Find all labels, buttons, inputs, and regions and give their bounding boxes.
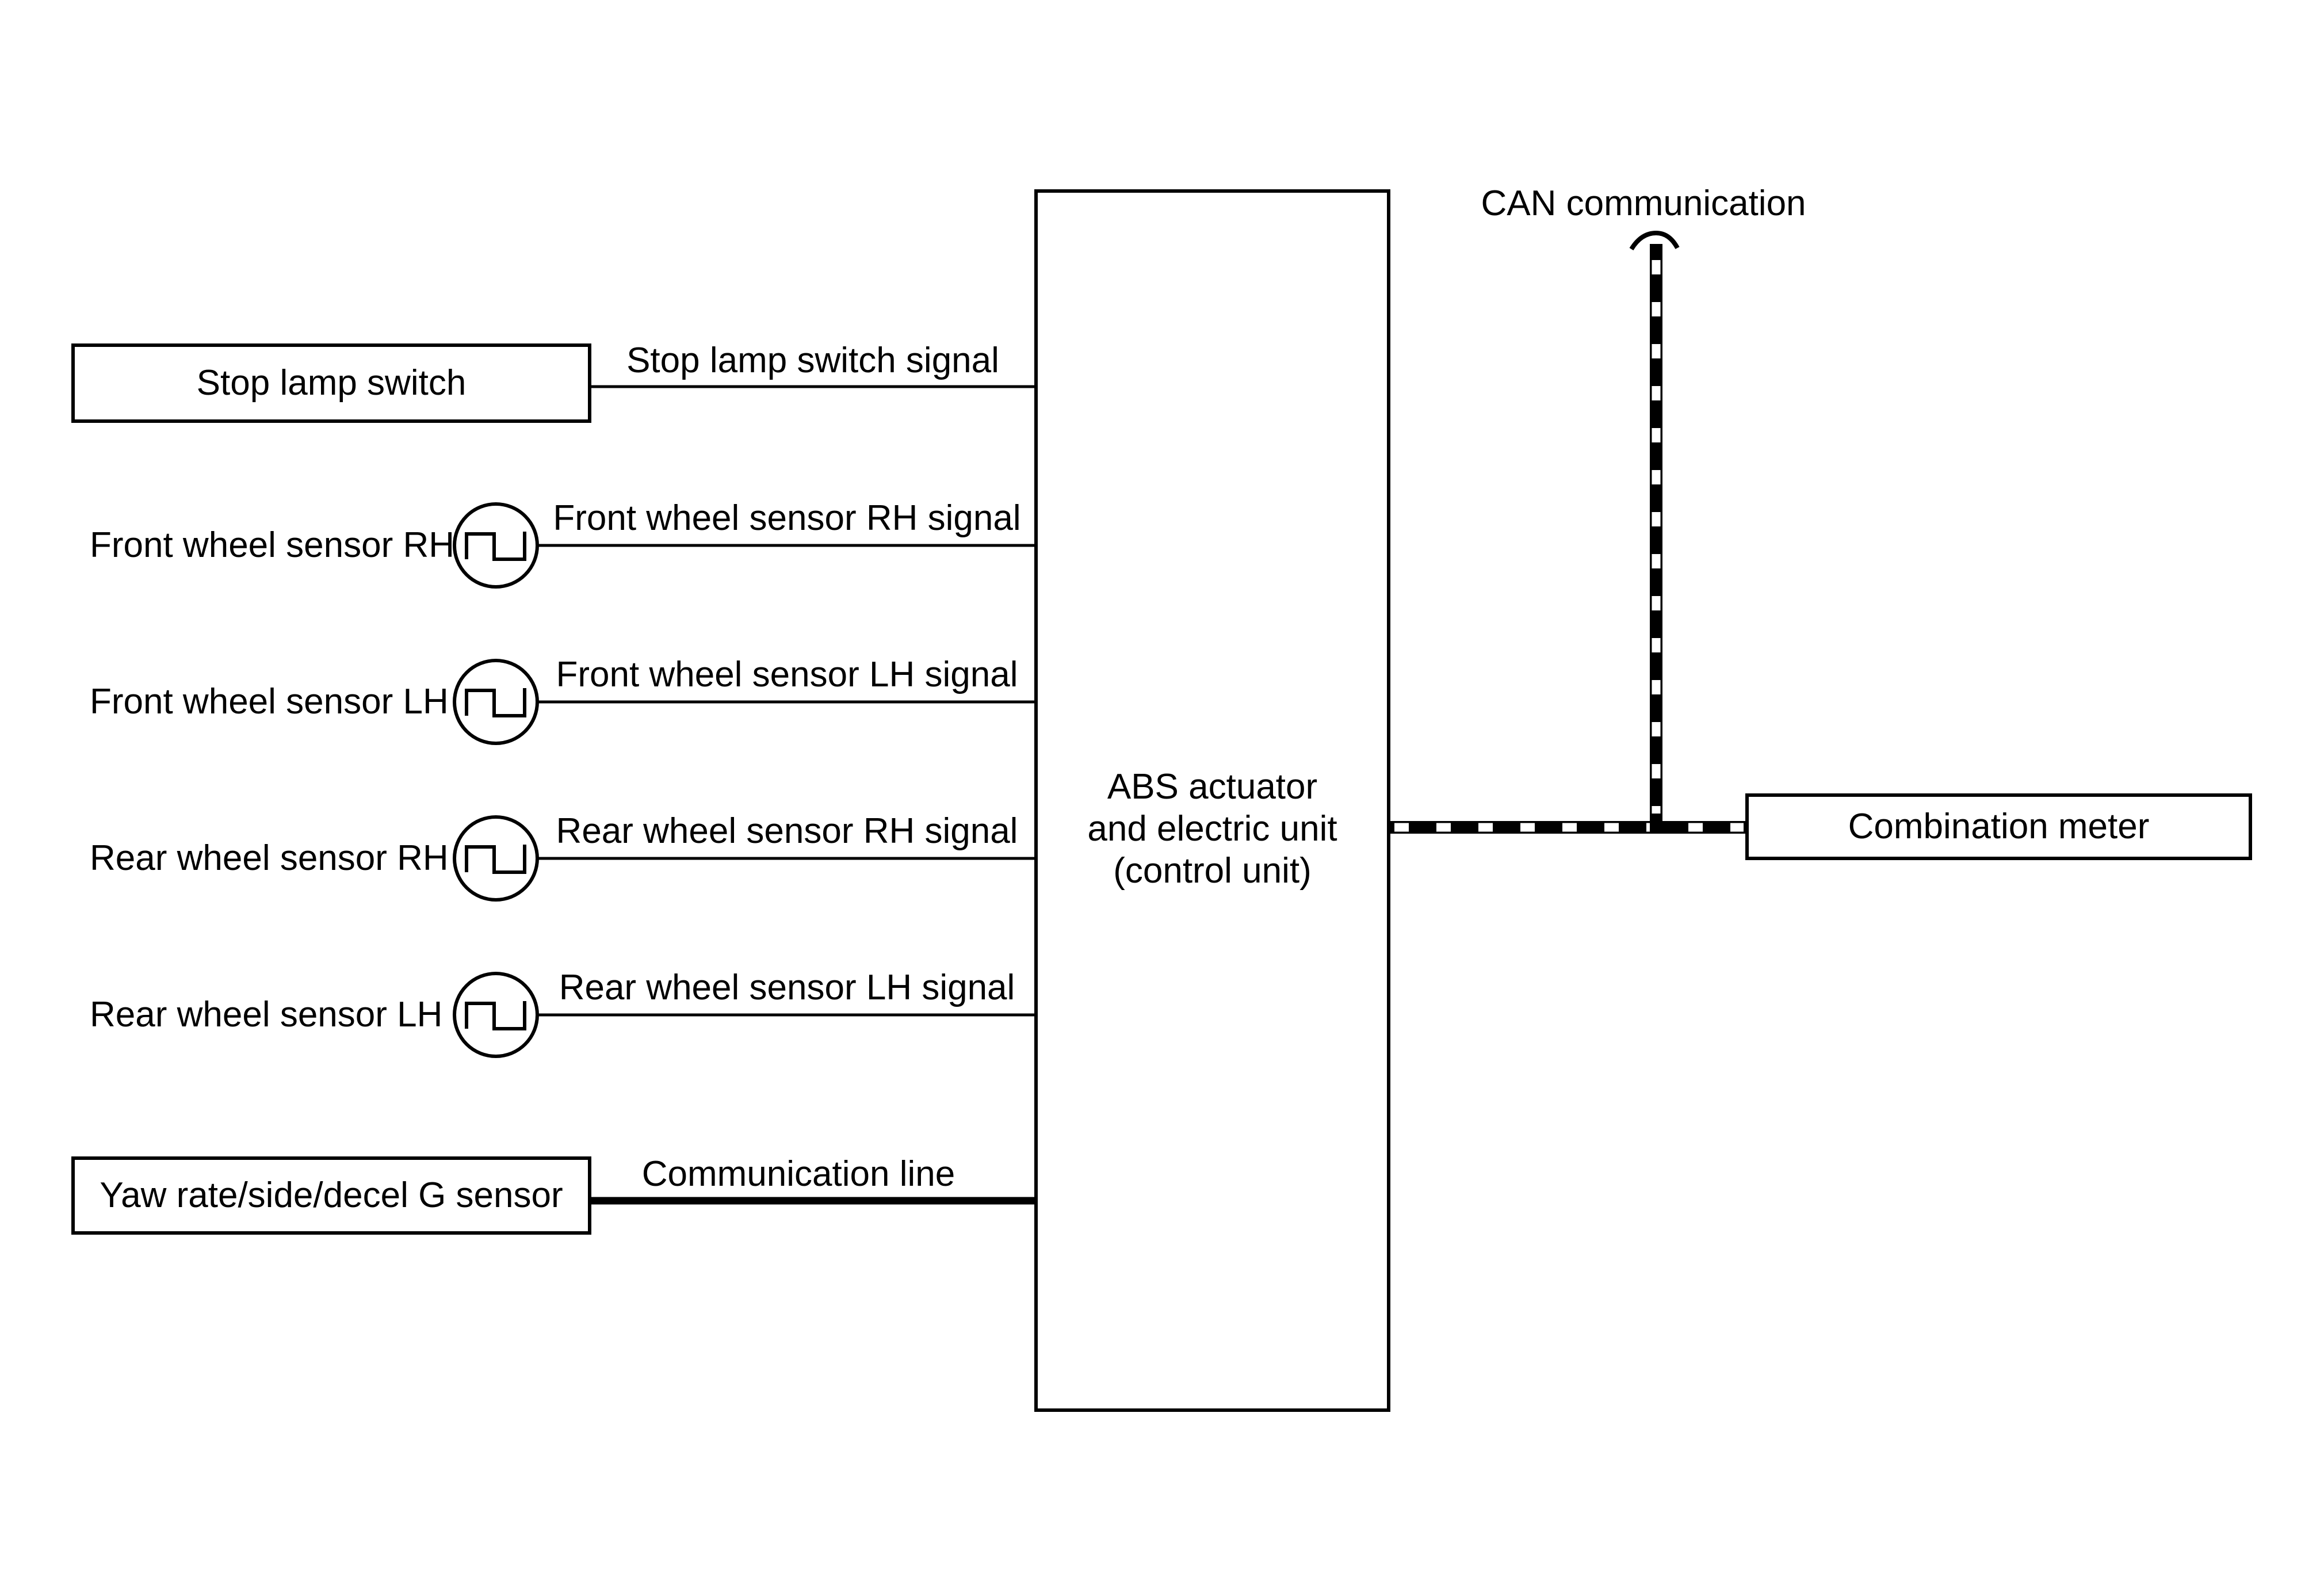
pulse-sensor-icon [453,815,539,902]
abs-actuator-label-line1: ABS actuator [1107,766,1318,807]
abs-actuator-label-line3: (control unit) [1113,850,1312,891]
communication-line-label: Communication line [641,1154,955,1194]
combination-meter-label: Combination meter [1848,807,2150,846]
combination-meter-box [1745,793,2252,860]
rear-wheel-sensor-rh-signal-label: Rear wheel sensor RH signal [556,811,1018,851]
abs-actuator-label-line2: and electric unit [1087,808,1337,849]
front-wheel-sensor-lh-signal-label: Front wheel sensor LH signal [556,655,1018,694]
rear-wheel-sensor-rh-label: Rear wheel sensor RH [90,838,449,878]
abs-actuator-label: ABS actuator and electric unit (control … [1036,762,1389,895]
pulse-sensor-icon [453,972,539,1058]
yaw-rate-sensor-label: Yaw rate/side/decel G sensor [100,1175,563,1215]
pulse-sensor-icon [453,502,539,589]
pulse-sensor-icon [453,659,539,745]
rear-wheel-sensor-lh-signal-label: Rear wheel sensor LH signal [559,968,1015,1007]
can-bus-vertical-line [1629,230,1680,834]
stop-lamp-switch-box [71,343,591,423]
abs-actuator-box [1034,189,1390,1412]
stop-lamp-switch-label: Stop lamp switch [196,363,467,403]
front-wheel-sensor-rh-label: Front wheel sensor RH [90,525,455,565]
stop-lamp-signal-label: Stop lamp switch signal [626,341,999,380]
front-wheel-sensor-rh-signal-label: Front wheel sensor RH signal [553,498,1021,538]
can-line-continuation-hook [1629,230,1680,251]
rear-wheel-sensor-lh-label: Rear wheel sensor LH [90,995,443,1034]
can-communication-label: CAN communication [1481,184,1806,223]
yaw-rate-sensor-box [71,1156,591,1235]
front-wheel-sensor-lh-label: Front wheel sensor LH [90,682,449,721]
